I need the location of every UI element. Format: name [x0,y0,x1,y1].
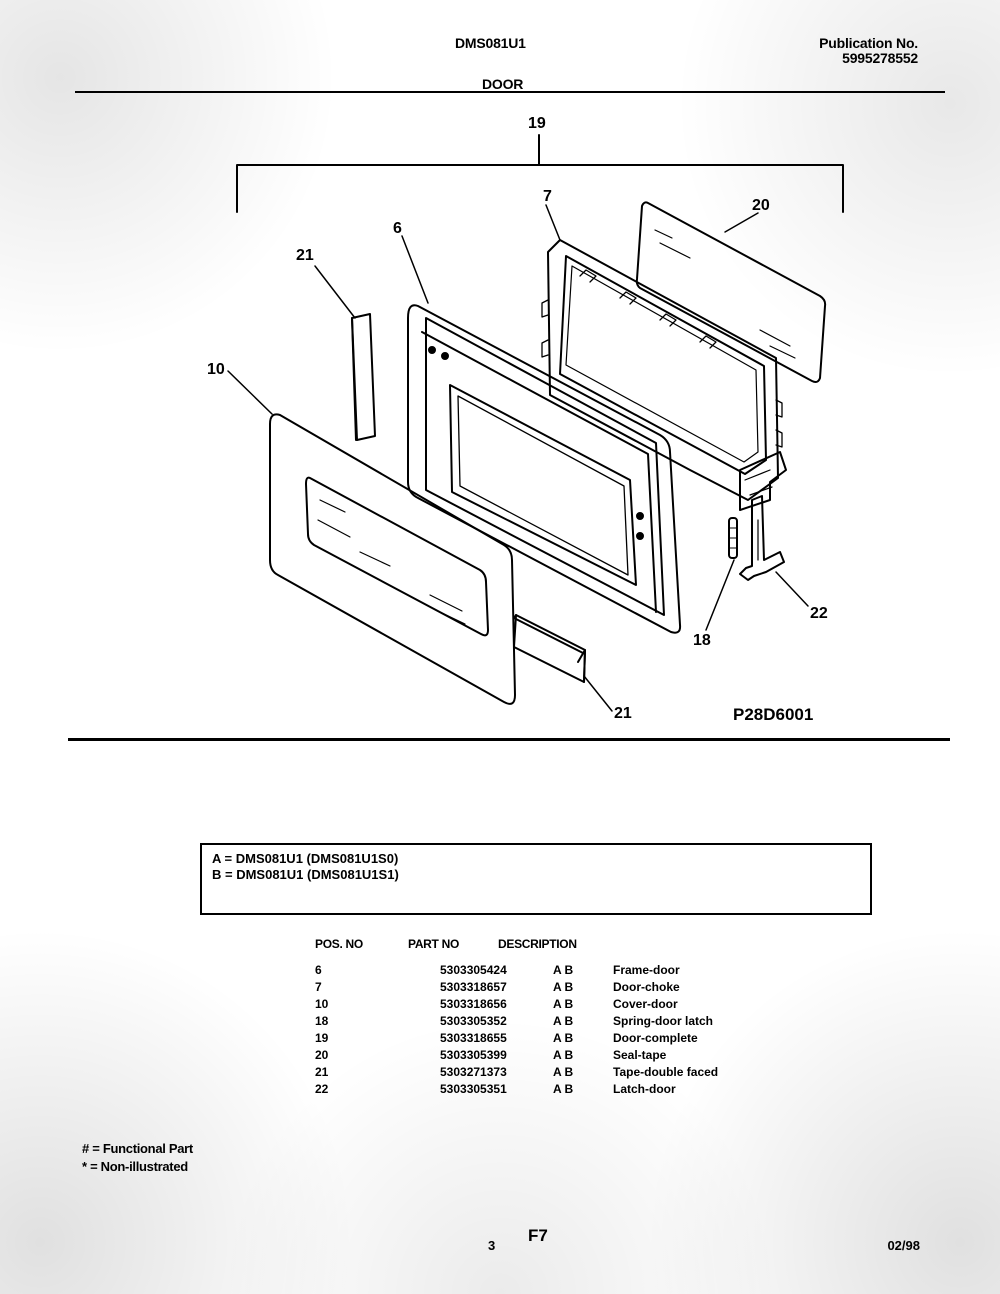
cell-variants: A B [553,1014,574,1028]
cell-pos: 10 [315,997,329,1011]
page-number: 3 [488,1238,496,1253]
col-header-description: DESCRIPTION [498,937,577,951]
variant-legend-box: A = DMS081U1 (DMS081U1S0) B = DMS081U1 (… [200,843,872,915]
cell-variants: A B [553,1065,574,1079]
diagram-rule [68,738,950,741]
cell-part: 5303305352 [440,1014,507,1028]
part-22-latch-door [739,495,785,581]
cell-pos: 21 [315,1065,329,1079]
revision-date: 02/98 [887,1238,920,1253]
cell-description: Spring-door latch [613,1014,713,1028]
callout-6: 6 [393,220,402,237]
part-18-spring [728,517,738,559]
cell-part: 5303318657 [440,980,507,994]
cell-description: Tape-double faced [613,1065,719,1079]
callout-21-upper: 21 [296,247,314,264]
cell-description: Frame-door [613,963,680,977]
part-21-tape-upper [351,313,376,441]
cell-variants: A B [553,980,574,994]
cell-variants: A B [553,1082,574,1096]
cell-description: Door-complete [613,1031,698,1045]
callout-18: 18 [693,632,711,649]
cell-part: 5303318656 [440,997,507,1011]
publication-label: Publication No. [819,35,918,51]
col-header-part: PART NO [408,937,460,951]
legend-non-illustrated: * = Non-illustrated [82,1159,188,1174]
page-code: F7 [528,1226,548,1245]
cell-pos: 19 [315,1031,329,1045]
cell-description: Latch-door [613,1082,676,1096]
col-header-pos: POS. NO [315,937,363,951]
header-rule [75,91,945,93]
part-20-seal-glass [635,201,827,383]
part-7-door-choke [541,239,787,511]
cell-part: 5303305399 [440,1048,507,1062]
part-10-cover-door [269,413,516,705]
diagram-code: P28D6001 [733,705,813,724]
legend-functional-part: # = Functional Part [82,1141,193,1156]
part-6-frame-door [407,304,682,634]
cell-pos: 22 [315,1082,329,1096]
part-21-tape-lower [513,614,586,683]
callout-10: 10 [207,361,225,378]
cell-pos: 7 [315,980,322,994]
callout-20: 20 [752,197,770,214]
callout-19: 19 [528,115,546,132]
cell-variants: A B [553,1048,574,1062]
cell-pos: 20 [315,1048,329,1062]
cell-variants: A B [553,997,574,1011]
callout-22: 22 [810,605,828,622]
variant-b: B = DMS081U1 (DMS081U1S1) [212,867,399,882]
cell-part: 5303318655 [440,1031,507,1045]
cell-pos: 18 [315,1014,329,1028]
cell-part: 5303271373 [440,1065,507,1079]
cell-variants: A B [553,1031,574,1045]
callout-7: 7 [543,188,552,205]
cell-pos: 6 [315,963,322,977]
cell-part: 5303305424 [440,963,507,977]
model-number: DMS081U1 [455,35,526,51]
exploded-door-diagram: 19 7 20 6 21 10 18 22 21 P28D6001 [207,115,844,724]
cell-description: Seal-tape [613,1048,667,1062]
cell-description: Door-choke [613,980,680,994]
callout-21-lower: 21 [614,705,632,722]
section-title: DOOR [482,76,524,92]
cell-variants: A B [553,963,574,977]
cell-part: 5303305351 [440,1082,507,1096]
cell-description: Cover-door [613,997,678,1011]
variant-a: A = DMS081U1 (DMS081U1S0) [212,851,399,866]
publication-number: 5995278552 [842,50,918,66]
